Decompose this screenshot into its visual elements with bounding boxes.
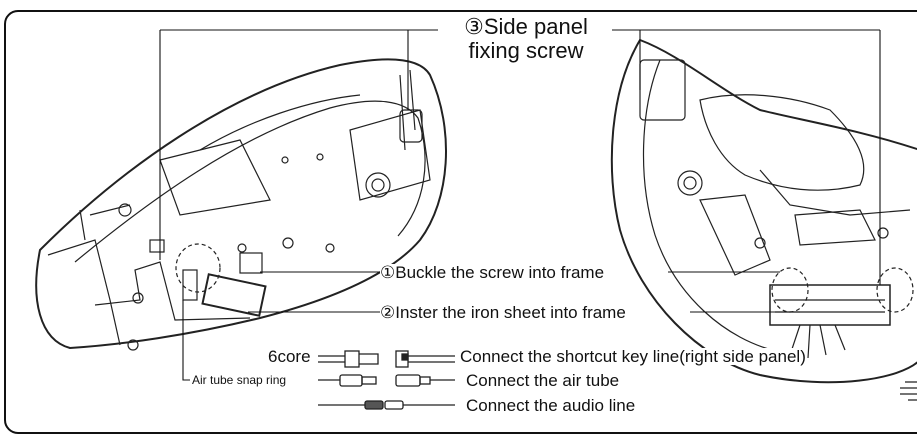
- legend-6core-label: 6core: [268, 347, 311, 366]
- left-side-panel: [35, 58, 448, 351]
- right-side-panel: [610, 38, 917, 401]
- callout-buckle-screw: ①Buckle the screw into frame: [380, 263, 605, 282]
- title-line-2: fixing screw: [468, 38, 584, 63]
- air-tube-connector-icon: [318, 374, 455, 387]
- callout-insert-iron-sheet: ②Inster the iron sheet into frame: [380, 303, 626, 322]
- legend-air-tube: Connect the air tube: [466, 371, 620, 390]
- audio-connector-icon: [318, 400, 455, 410]
- legend-audio-line: Connect the audio line: [466, 396, 636, 415]
- legend-shortcut-key-line: Connect the shortcut key line(right side…: [460, 347, 806, 366]
- side-panel-fixing-screw-title: ③Side panel fixing screw: [440, 16, 612, 62]
- side-panel-drawing: [35, 29, 917, 410]
- shortcut-connector-icon: [318, 350, 455, 368]
- leader-lines: [159, 29, 881, 381]
- title-line-1: ③Side panel: [464, 14, 588, 39]
- legend-air-tube-snap-ring: Air tube snap ring: [192, 373, 287, 387]
